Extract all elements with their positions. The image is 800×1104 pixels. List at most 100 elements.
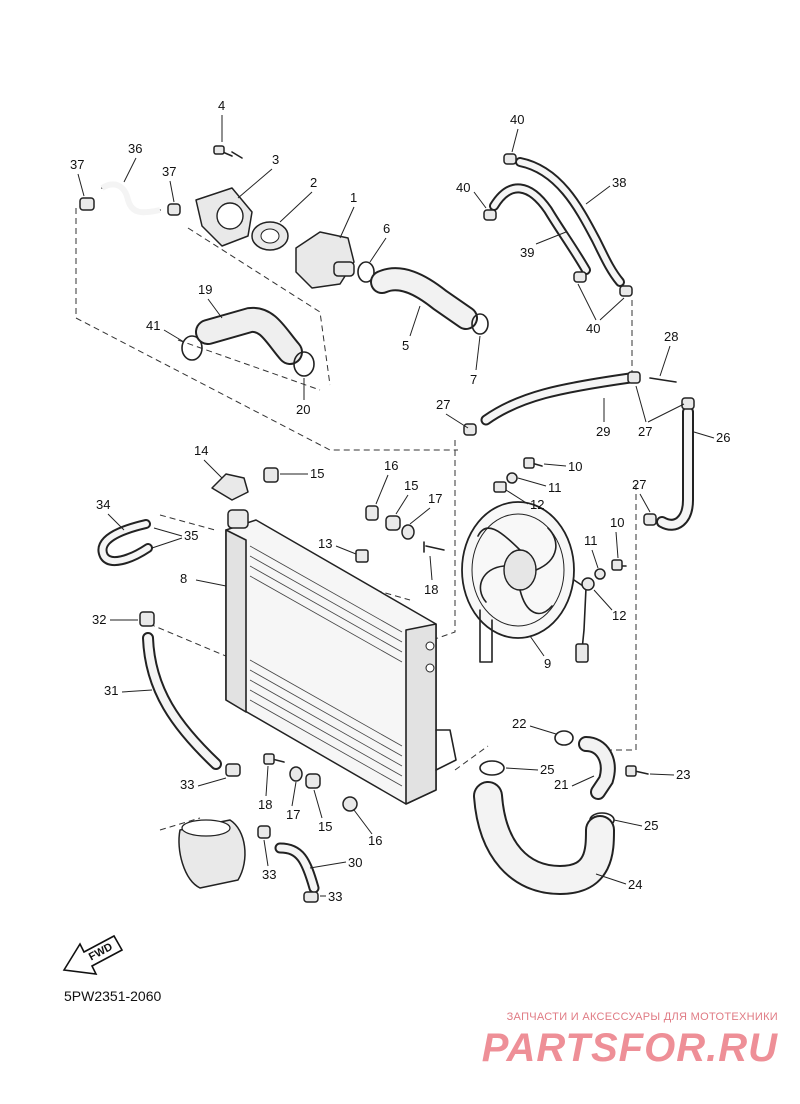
- callout: 16: [384, 458, 398, 473]
- callout: 9: [544, 656, 551, 671]
- pipe-19-group: [181, 306, 315, 377]
- grommet-15-top: [263, 467, 279, 483]
- callout: 18: [424, 582, 438, 597]
- callout: 29: [596, 424, 610, 439]
- callout: 37: [70, 157, 84, 172]
- callout: 40: [456, 180, 470, 195]
- callout: 11: [548, 480, 562, 495]
- callout: 12: [612, 608, 626, 623]
- callout: 10: [610, 515, 624, 530]
- bypass-pipes: [483, 153, 633, 297]
- drawing-code: 5PW2351-2060: [64, 988, 162, 1004]
- hose-clip-40d: [619, 285, 633, 297]
- callout: 15: [404, 478, 418, 493]
- callout: 15: [310, 466, 324, 481]
- radiator-cap: [211, 473, 249, 501]
- callout: 31: [104, 683, 118, 698]
- washer-17: [401, 524, 415, 540]
- callout: 35: [184, 528, 198, 543]
- hose-clip-right: [167, 203, 181, 216]
- watermark-logo: PARTSFOR.RU: [481, 1026, 778, 1070]
- clamp-25-top: [479, 760, 505, 776]
- hose-clip-27-top: [627, 371, 641, 384]
- callout: 36: [128, 141, 142, 156]
- callout: 41: [146, 318, 160, 333]
- callout: 28: [664, 329, 678, 344]
- clamp-6: [357, 261, 375, 283]
- callout: 15: [318, 819, 332, 834]
- bracket-13: [355, 549, 369, 563]
- fan-hardware: [506, 457, 627, 591]
- callout: 19: [198, 282, 212, 297]
- lower-right-parts: [473, 730, 649, 896]
- hose-clip-27-left: [463, 423, 477, 436]
- clamp-41: [181, 335, 203, 361]
- callout: 10: [568, 459, 582, 474]
- callout: 17: [428, 491, 442, 506]
- bolt-18: [423, 541, 445, 553]
- callout: 12: [530, 497, 544, 512]
- hose-clip-27-right: [643, 513, 657, 526]
- callout: 33: [328, 889, 342, 904]
- collar-16: [365, 505, 379, 521]
- callout: 16: [368, 833, 382, 848]
- callout: 27: [436, 397, 450, 412]
- callout: 17: [286, 807, 300, 822]
- callout: 25: [644, 818, 658, 833]
- callout: 20: [296, 402, 310, 417]
- clamp-32: [139, 611, 155, 627]
- callout: 23: [676, 767, 690, 782]
- callout: 40: [586, 321, 600, 336]
- callout: 39: [520, 245, 534, 260]
- dashed-reference-lines: [75, 208, 637, 831]
- callout: 27: [638, 424, 652, 439]
- callout: 5: [402, 338, 409, 353]
- callout: 8: [180, 571, 187, 586]
- thermostat-assembly: [79, 145, 489, 335]
- callout: 7: [470, 372, 477, 387]
- callout: 32: [92, 612, 106, 627]
- callout: 37: [162, 164, 176, 179]
- o-ring-22: [554, 730, 574, 746]
- callout: 13: [318, 536, 332, 551]
- hose-clip-40a: [503, 153, 517, 165]
- callout: 3: [272, 152, 279, 167]
- callout: 18: [258, 797, 272, 812]
- thermostat-housing: [295, 231, 355, 289]
- callout: 30: [348, 855, 362, 870]
- callout: 40: [510, 112, 524, 127]
- hose-clip-40b: [483, 209, 497, 221]
- callout: 33: [180, 777, 194, 792]
- forward-direction-arrow: FWD: [62, 934, 124, 975]
- reservoir-tank: [178, 819, 246, 889]
- callout: 6: [383, 221, 390, 236]
- radiator-small-parts: [97, 467, 445, 567]
- callout: 38: [612, 175, 626, 190]
- callout: 21: [554, 777, 568, 792]
- callout: 2: [310, 175, 317, 190]
- callout: 24: [628, 877, 642, 892]
- callout: 1: [350, 190, 357, 205]
- hose-clip-40c: [573, 271, 587, 283]
- callout: 25: [540, 762, 554, 777]
- callout: 11: [584, 533, 598, 548]
- joint-28: [649, 377, 677, 383]
- lower-left-parts: [139, 611, 358, 903]
- callout: 34: [96, 497, 110, 512]
- hose-clip-left: [79, 197, 95, 211]
- cooling-fan: [461, 481, 589, 663]
- callout: 14: [194, 443, 208, 458]
- callout: 33: [262, 867, 276, 882]
- clamp-7: [471, 313, 489, 335]
- watermark-tagline: ЗАПЧАСТИ И АКСЕССУАРЫ ДЛЯ МОТОТЕХНИКИ: [506, 1011, 778, 1023]
- callout: 26: [716, 430, 730, 445]
- pipe-29-hose-26: [463, 371, 695, 531]
- radiator: [225, 509, 457, 805]
- callout-labels: 4 37 36 37 3 2 1 6 5 7 19 41 20 40 40 38…: [70, 98, 730, 904]
- callout: 22: [512, 716, 526, 731]
- hose-31: [142, 632, 222, 770]
- callout: 4: [218, 98, 225, 113]
- callout: 27: [632, 477, 646, 492]
- clamp-20: [293, 351, 315, 377]
